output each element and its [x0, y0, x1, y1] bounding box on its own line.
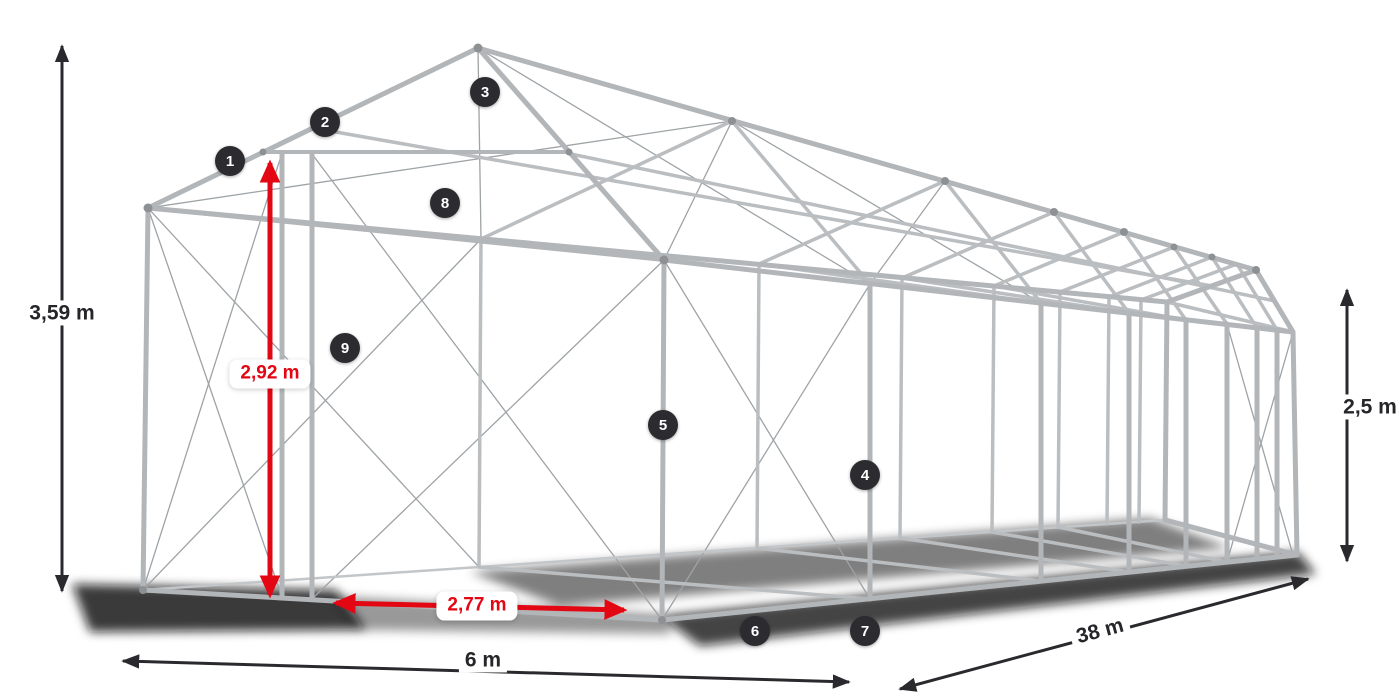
passage-width-label: 2,77 m: [436, 591, 518, 621]
connector-fittings: [139, 43, 1260, 624]
badge-1: 1: [215, 146, 245, 176]
side-height-label: 2,5 m: [1337, 394, 1400, 420]
badge-2: 2: [310, 107, 340, 137]
width-label: 6 m: [458, 647, 508, 673]
passage-height-label: 2,92 m: [229, 359, 311, 389]
badge-4: 4: [850, 460, 880, 490]
badge-7: 7: [850, 616, 880, 646]
total-height-label: 3,59 m: [23, 300, 101, 326]
badge-8: 8: [430, 188, 460, 218]
badge-5: 5: [648, 410, 678, 440]
badge-9: 9: [330, 333, 360, 363]
badge-3: 3: [470, 77, 500, 107]
red-dimension-arrows: [259, 159, 628, 620]
badge-6: 6: [740, 616, 770, 646]
frame-layer: [139, 43, 1300, 624]
